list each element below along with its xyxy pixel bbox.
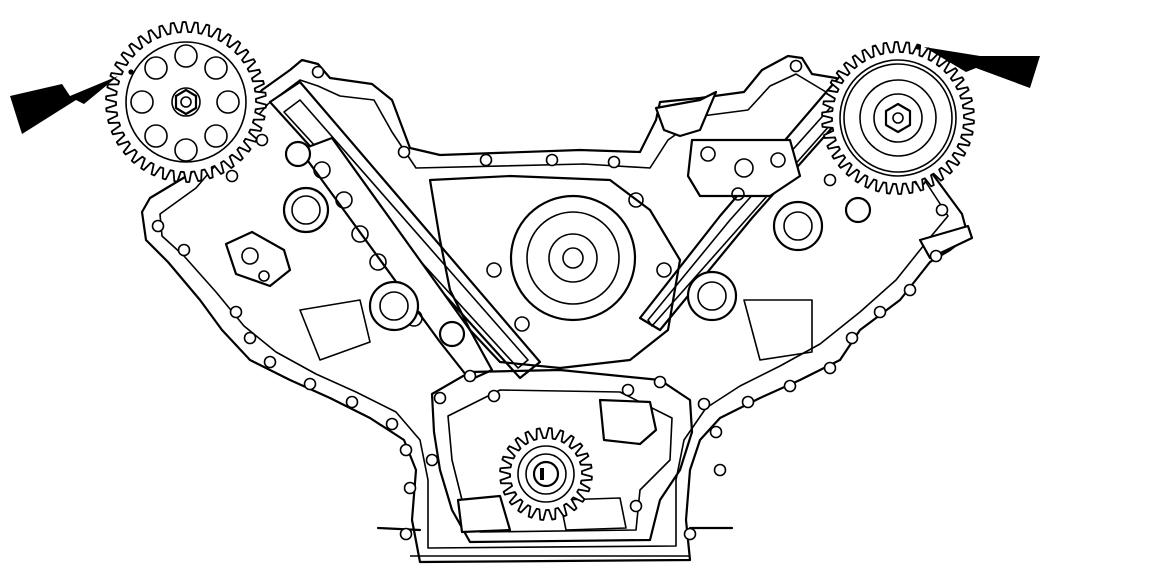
bolt-hole: [607, 155, 621, 169]
bolt-hole: [385, 417, 399, 431]
right-timing-mark: [915, 44, 921, 50]
bolt-hole: [629, 499, 643, 513]
engine-front-cover-outline: [140, 54, 970, 564]
bolt-hole: [823, 173, 837, 187]
bolt-hole: [653, 375, 667, 389]
bolt-hole: [697, 397, 711, 411]
bolt-hole: [425, 453, 439, 467]
left-chain-tensioner-arm: [298, 136, 494, 382]
bolt-hole: [823, 361, 837, 375]
oil-pump-housing: [430, 368, 694, 544]
bolt-hole: [345, 395, 359, 409]
left-timing-mark-arrow: [10, 76, 118, 134]
bolt-hole: [151, 219, 165, 233]
bolt-hole: [903, 283, 917, 297]
bolt-hole: [545, 153, 559, 167]
left-sprocket-hub: [130, 44, 240, 162]
bolt-hole: [311, 65, 325, 79]
left-bank-features: [224, 140, 466, 361]
bolt-holes: [151, 59, 949, 541]
bolt-hole: [621, 383, 635, 397]
bolt-hole: [789, 59, 803, 73]
crankshaft-sprocket-inner-ring: [517, 445, 575, 503]
water-pump: [428, 174, 682, 370]
left-timing-mark: [128, 69, 134, 75]
bolt-hole: [709, 425, 723, 439]
bolt-hole: [397, 145, 411, 159]
right-bank-features: [686, 196, 974, 361]
bolt-hole: [243, 331, 257, 345]
bolt-hole: [177, 243, 191, 257]
bolt-hole: [403, 481, 417, 495]
bolt-hole: [741, 395, 755, 409]
bolt-hole: [255, 133, 269, 147]
left-camshaft-sprocket-inner-ring: [125, 41, 247, 163]
bolt-hole: [479, 153, 493, 167]
bolt-hole: [935, 203, 949, 217]
bolt-hole: [303, 377, 317, 391]
bolt-hole: [229, 305, 243, 319]
bolt-hole: [783, 379, 797, 393]
bolt-hole: [399, 527, 413, 541]
bolt-hole: [487, 389, 501, 403]
right-sprocket-hub: [843, 63, 953, 173]
bolt-hole: [683, 527, 697, 541]
bolt-hole: [463, 369, 477, 383]
right-timing-mark-arrow: [924, 47, 1040, 88]
bolt-hole: [713, 463, 727, 477]
right-camshaft-sprocket-inner-ring: [839, 59, 957, 177]
bolt-hole: [225, 169, 239, 183]
right-chain-tensioner: [654, 90, 802, 201]
bolt-hole: [845, 331, 859, 345]
bolt-hole: [433, 391, 447, 405]
bolt-hole: [873, 305, 887, 319]
bolt-hole: [263, 355, 277, 369]
bolt-hole: [929, 249, 943, 263]
bolt-hole: [399, 443, 413, 457]
crankshaft-hub: [525, 453, 567, 495]
